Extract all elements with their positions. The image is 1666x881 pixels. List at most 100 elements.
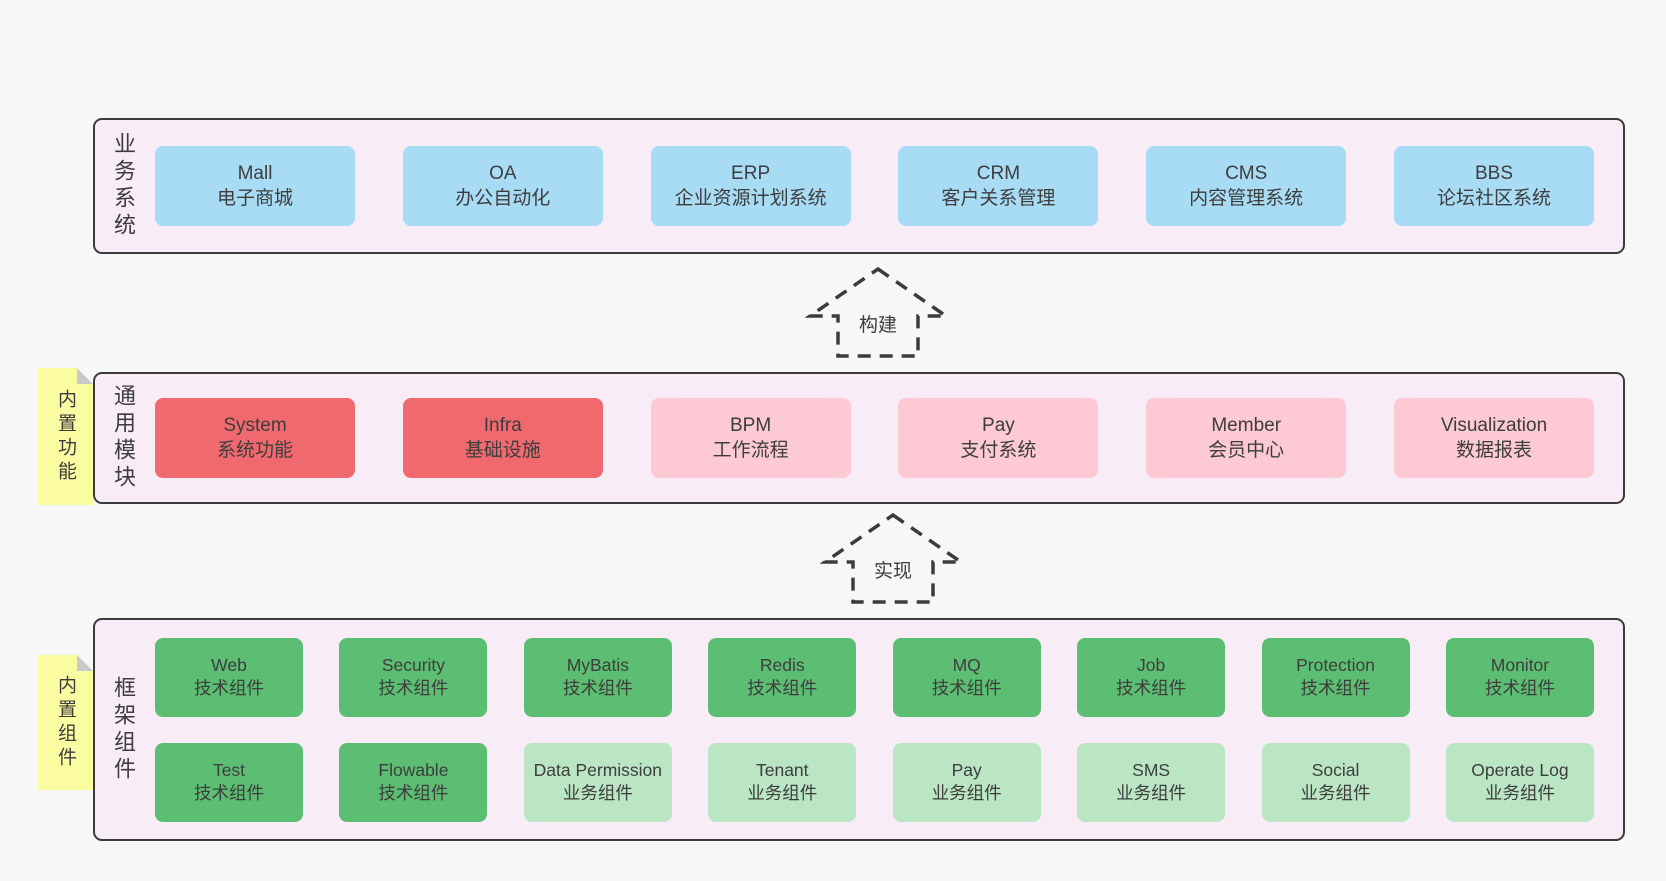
box-subtitle: 客户关系管理 — [941, 188, 1056, 209]
box-title: Pay — [982, 414, 1015, 436]
arrow-label-implement: 实现 — [869, 556, 917, 583]
box-subtitle: 系统功能 — [216, 440, 293, 461]
box-title: Job — [1137, 654, 1166, 675]
box-subtitle: 电子商城 — [216, 188, 293, 209]
box-subtitle: 技术组件 — [378, 783, 449, 803]
box-title: BPM — [730, 414, 772, 436]
box-title: Operate Log — [1471, 759, 1569, 780]
box-member: Member 会员中心 — [1146, 398, 1347, 478]
box-subtitle: 业务组件 — [1484, 783, 1555, 803]
box-title: ERP — [731, 162, 771, 184]
implement-arrow: 实现 — [820, 510, 966, 608]
box-title: Web — [211, 654, 247, 675]
band-row: System 系统功能 Infra 基础设施 BPM 工作流程 Pay 支付系统… — [155, 398, 1594, 478]
box-title: Flowable — [378, 759, 449, 780]
box-flowable: Flowable 技术组件 — [339, 742, 488, 822]
band-label-framework-components: 框架组件 — [111, 675, 136, 784]
box-subtitle: 业务组件 — [931, 783, 1002, 803]
band-row: Test 技术组件 Flowable 技术组件 Data Permission … — [155, 742, 1594, 822]
box-title: Infra — [483, 414, 522, 436]
box-visualization: Visualization 数据报表 — [1393, 398, 1594, 478]
box-title: Mall — [237, 162, 273, 184]
sticky-label: 内置组件 — [55, 674, 76, 771]
box-title: Protection — [1296, 654, 1375, 675]
box-subtitle: 工作流程 — [712, 440, 789, 461]
box-monitor: Monitor 技术组件 — [1445, 637, 1594, 717]
box-subtitle: 技术组件 — [378, 678, 449, 698]
box-cms: CMS 内容管理系统 — [1146, 146, 1347, 226]
box-test: Test 技术组件 — [155, 742, 303, 822]
box-title: Visualization — [1440, 414, 1548, 436]
box-title: Redis — [759, 654, 805, 675]
box-bbs: BBS 论坛社区系统 — [1393, 146, 1594, 226]
box-subtitle: 技术组件 — [194, 678, 264, 698]
sticky-note-built-in-components: 内置组件 — [38, 655, 93, 790]
box-title: Data Permission — [533, 759, 663, 780]
box-data-permission: Data Permission 业务组件 — [523, 742, 672, 822]
box-title: Member — [1211, 414, 1282, 436]
band-common-modules: 通用模块 System 系统功能 Infra 基础设施 BPM 工作流程 Pay… — [93, 372, 1625, 504]
box-subtitle: 技术组件 — [1484, 678, 1555, 698]
box-subtitle: 技术组件 — [194, 783, 264, 803]
box-title: BBS — [1474, 162, 1513, 184]
band-row: Web 技术组件 Security 技术组件 MyBatis 技术组件 Redi… — [155, 637, 1594, 717]
box-subtitle: 办公自动化 — [455, 188, 551, 209]
box-title: OA — [489, 162, 517, 184]
band-label-common-modules: 通用模块 — [111, 384, 136, 492]
arrow-label-build: 构建 — [854, 310, 902, 337]
box-title: Pay — [951, 759, 982, 780]
box-subtitle: 技术组件 — [747, 678, 818, 698]
box-title: CMS — [1225, 162, 1268, 184]
sticky-label: 内置功能 — [55, 388, 76, 485]
box-subtitle: 业务组件 — [1116, 783, 1187, 803]
box-subtitle: 业务组件 — [1300, 783, 1371, 803]
band-business-systems: 业务系统 Mall 电子商城 OA 办公自动化 ERP 企业资源计划系统 CRM… — [93, 118, 1625, 254]
box-mall: Mall 电子商城 — [155, 146, 355, 226]
box-erp: ERP 企业资源计划系统 — [650, 146, 851, 226]
up-arrow-icon — [820, 512, 966, 604]
band-framework-components: 框架组件 Web 技术组件 Security 技术组件 MyBatis 技术组件… — [93, 618, 1625, 841]
box-web: Web 技术组件 — [155, 637, 303, 717]
box-title: SMS — [1132, 759, 1171, 780]
box-title: Social — [1311, 759, 1360, 780]
box-title: MQ — [952, 654, 981, 675]
box-pay-system: Pay 支付系统 — [898, 398, 1099, 478]
band-content: System 系统功能 Infra 基础设施 BPM 工作流程 Pay 支付系统… — [151, 374, 1623, 502]
sticky-note-built-in-features: 内置功能 — [38, 368, 93, 505]
box-title: Tenant — [755, 759, 809, 780]
box-operate-log: Operate Log 业务组件 — [1445, 742, 1594, 822]
box-subtitle: 支付系统 — [960, 440, 1037, 461]
up-arrow-icon — [805, 266, 951, 358]
band-label-business-systems: 业务系统 — [111, 132, 136, 240]
box-subtitle: 技术组件 — [931, 678, 1002, 698]
band-content: Mall 电子商城 OA 办公自动化 ERP 企业资源计划系统 CRM 客户关系… — [151, 120, 1623, 252]
box-subtitle: 论坛社区系统 — [1436, 188, 1551, 209]
box-mq: MQ 技术组件 — [892, 637, 1041, 717]
box-title: Monitor — [1490, 654, 1550, 675]
box-job: Job 技术组件 — [1077, 637, 1226, 717]
box-protection: Protection 技术组件 — [1261, 637, 1410, 717]
box-subtitle: 会员中心 — [1208, 440, 1285, 461]
box-subtitle: 技术组件 — [562, 678, 633, 698]
band-content: Web 技术组件 Security 技术组件 MyBatis 技术组件 Redi… — [151, 620, 1623, 839]
box-title: CRM — [976, 162, 1021, 184]
box-subtitle: 业务组件 — [747, 783, 818, 803]
box-redis: Redis 技术组件 — [708, 637, 857, 717]
box-title: MyBatis — [566, 654, 629, 675]
box-title: System — [223, 414, 287, 436]
box-sms: SMS 业务组件 — [1077, 742, 1226, 822]
box-subtitle: 企业资源计划系统 — [674, 188, 827, 209]
box-system: System 系统功能 — [155, 398, 355, 478]
box-subtitle: 技术组件 — [1300, 678, 1371, 698]
box-subtitle: 基础设施 — [464, 440, 541, 461]
band-row: Mall 电子商城 OA 办公自动化 ERP 企业资源计划系统 CRM 客户关系… — [155, 146, 1594, 226]
box-mybatis: MyBatis 技术组件 — [523, 637, 672, 717]
box-subtitle: 数据报表 — [1455, 440, 1532, 461]
box-security: Security 技术组件 — [339, 637, 488, 717]
box-bpm: BPM 工作流程 — [650, 398, 851, 478]
box-subtitle: 技术组件 — [1116, 678, 1187, 698]
box-tenant: Tenant 业务组件 — [708, 742, 857, 822]
box-subtitle: 内容管理系统 — [1189, 188, 1304, 209]
box-social: Social 业务组件 — [1261, 742, 1410, 822]
